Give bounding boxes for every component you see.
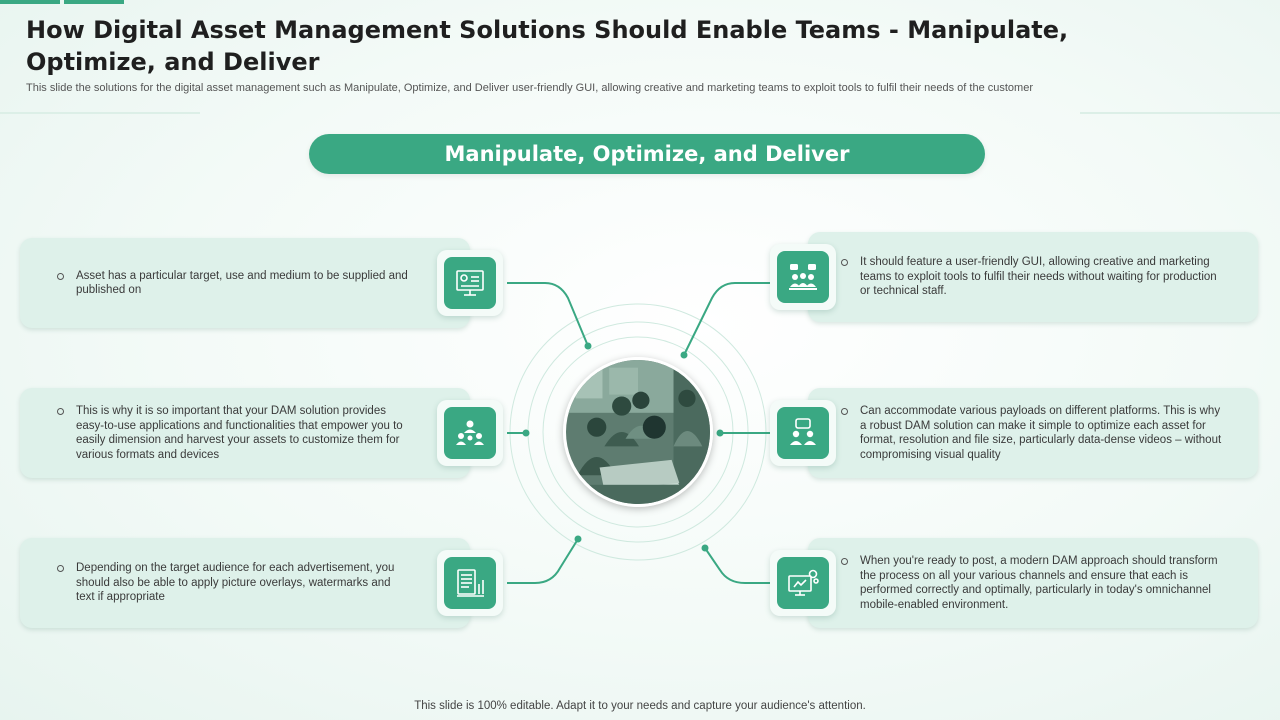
section-banner: Manipulate, Optimize, and Deliver: [309, 134, 985, 174]
connector-line: [683, 282, 770, 356]
connector-dot: [522, 429, 530, 437]
info-card: When you're ready to post, a modern DAM …: [808, 538, 1258, 628]
slide-title: How Digital Asset Management Solutions S…: [26, 16, 1069, 76]
icon-tile: [437, 550, 503, 616]
connector-line: [704, 547, 770, 584]
team-discussion-icon: [789, 264, 817, 290]
divider: [1080, 112, 1280, 114]
divider: [0, 112, 200, 114]
icon-tile: [770, 550, 836, 616]
info-card: Can accommodate various payloads on diff…: [808, 388, 1258, 478]
info-card-text: When you're ready to post, a modern DAM …: [841, 554, 1224, 612]
connector-dot: [574, 535, 582, 543]
icon-tile: [770, 400, 836, 466]
icon-tile: [437, 400, 503, 466]
top-accent-bar: [64, 0, 124, 4]
team-photo: [563, 357, 713, 507]
team-hierarchy-icon: [456, 420, 484, 445]
connector-line: [507, 538, 579, 584]
info-card-text: Depending on the target audience for eac…: [57, 561, 410, 605]
top-accent-bar: [0, 0, 60, 4]
info-card: Asset has a particular target, use and m…: [20, 238, 470, 328]
icon-tile: [770, 244, 836, 310]
icon-tile: [437, 250, 503, 316]
monitor-settings-icon: [788, 569, 819, 596]
info-card-text: It should feature a user-friendly GUI, a…: [841, 255, 1224, 299]
info-card-text: Can accommodate various payloads on diff…: [841, 404, 1224, 462]
document-chart-icon: [457, 569, 484, 597]
info-card: Depending on the target audience for eac…: [20, 538, 470, 628]
chat-people-icon: [790, 418, 816, 445]
info-card: It should feature a user-friendly GUI, a…: [808, 232, 1258, 322]
presentation-board-icon: [456, 270, 484, 296]
info-card: This is why it is so important that your…: [20, 388, 470, 478]
connector-dot: [716, 429, 724, 437]
connector-dot: [680, 351, 688, 359]
connector-line: [507, 282, 589, 347]
connector-dot: [701, 544, 709, 552]
connector-dot: [584, 342, 592, 350]
info-card-text: This is why it is so important that your…: [57, 404, 410, 462]
slide-footer: This slide is 100% editable. Adapt it to…: [414, 700, 866, 712]
slide-subtitle: This slide the solutions for the digital…: [26, 82, 1033, 94]
info-card-text: Asset has a particular target, use and m…: [57, 269, 410, 298]
